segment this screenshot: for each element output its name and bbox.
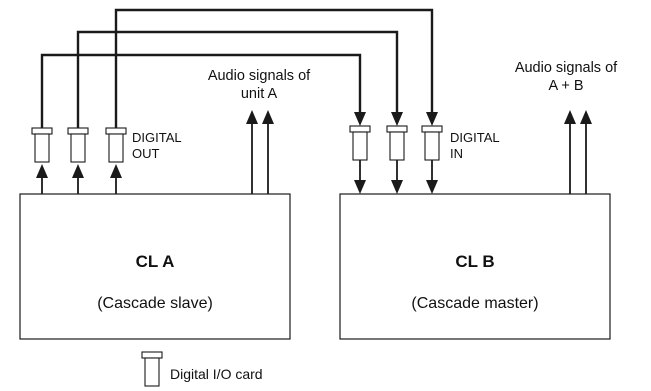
cl-b-role: (Cascade master) bbox=[411, 295, 538, 312]
arrow-into-b-3 bbox=[426, 112, 438, 126]
legend: Digital I/O card bbox=[141, 351, 263, 387]
audio-signal-arrows-a bbox=[246, 110, 274, 194]
arrow-up-icon bbox=[262, 110, 274, 124]
legend-label: Digital I/O card bbox=[170, 366, 263, 382]
arrow-into-b-2 bbox=[391, 112, 403, 126]
connector-icon bbox=[31, 127, 53, 163]
arrow-up-icon bbox=[36, 164, 48, 178]
connector-icon bbox=[421, 125, 443, 161]
arrow-up-icon bbox=[110, 164, 122, 178]
cl-a-name: CL A bbox=[136, 252, 175, 271]
cl-a-box bbox=[19, 193, 291, 340]
audio-a-label-line1: Audio signals of bbox=[208, 68, 311, 84]
audio-signal-arrows-b bbox=[564, 110, 592, 194]
connector-icon bbox=[386, 125, 408, 161]
arrow-up-icon bbox=[580, 110, 592, 124]
digital-out-label-line1: DIGITAL bbox=[132, 130, 182, 145]
cascade-cable-2 bbox=[76, 30, 399, 128]
cascade-cable-1 bbox=[40, 53, 362, 128]
arrow-up-icon bbox=[246, 110, 258, 124]
arrow-down-icon bbox=[426, 180, 438, 194]
cl-b-box bbox=[339, 193, 611, 340]
arrow-down-icon bbox=[354, 180, 366, 194]
audio-b-label-line1: Audio signals of bbox=[515, 60, 618, 76]
digital-in-label-line1: DIGITAL bbox=[450, 130, 500, 145]
arrow-into-b-1 bbox=[354, 112, 366, 126]
connector-icon bbox=[141, 351, 163, 387]
cl-a-role: (Cascade slave) bbox=[97, 295, 213, 312]
connector-icon bbox=[105, 127, 127, 163]
cascade-cable-3 bbox=[114, 8, 434, 128]
cl-b-digital-in-connectors bbox=[349, 125, 443, 194]
arrow-up-icon bbox=[72, 164, 84, 178]
digital-in-label-line2: IN bbox=[450, 146, 463, 161]
connector-icon bbox=[349, 125, 371, 161]
connector-icon bbox=[67, 127, 89, 163]
arrow-down-icon bbox=[391, 180, 403, 194]
audio-a-label-line2: unit A bbox=[241, 86, 278, 102]
cl-a-digital-out-connectors bbox=[31, 127, 127, 194]
arrow-up-icon bbox=[564, 110, 576, 124]
audio-b-label-line2: A + B bbox=[548, 78, 583, 94]
digital-out-label-line2: OUT bbox=[132, 146, 160, 161]
cascade-cables bbox=[40, 8, 438, 128]
cl-b-name: CL B bbox=[455, 252, 494, 271]
